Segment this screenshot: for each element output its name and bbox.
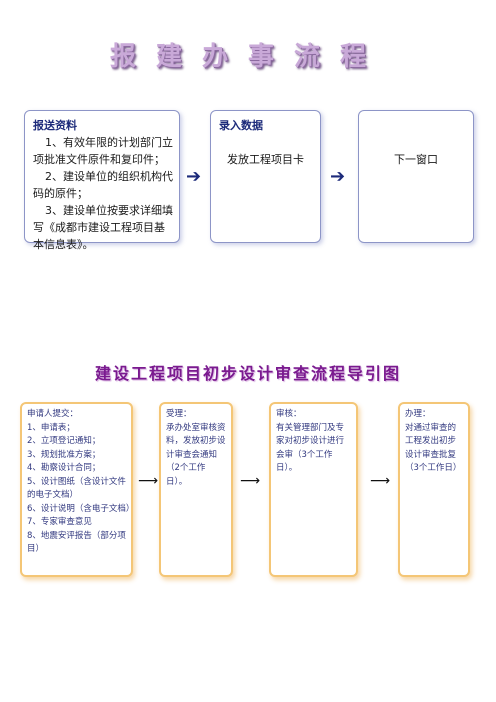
submission-item: 5、设计图纸（含设计文件的电子文档） <box>27 476 126 501</box>
approval-heading: 办理： <box>405 409 431 419</box>
right-arrow-icon: ⟶ <box>138 473 159 489</box>
review-heading: 审核： <box>276 409 302 419</box>
next-window-box: 下一窗口 <box>358 110 474 243</box>
applicant-submission-box: 申请人提交： 1、申请表； 2、立项登记通知； 3、规划批准方案； 4、勘察设计… <box>20 402 135 577</box>
submission-item: 8、地震安评报告（部分项目） <box>27 530 126 555</box>
data-entry-heading: 录入数据 <box>219 119 263 132</box>
submit-materials-heading: 报送资料 <box>33 119 77 132</box>
acceptance-box: 受理： 承办处室审核资料，发放初步设计审查会通知（2个工作日）。 <box>159 402 233 577</box>
right-arrow-icon: ➔ <box>186 166 202 187</box>
data-entry-box: 录入数据 发放工程项目卡 <box>210 110 321 243</box>
page-title: 报建办事流程 <box>109 42 386 72</box>
submission-item: 6、设计说明（含电子文档） <box>27 503 135 514</box>
right-arrow-icon: ⟶ <box>240 473 261 489</box>
material-item: 1、有效年限的计划部门立项批准文件原件和复印件； <box>33 136 173 166</box>
submission-item: 2、立项登记通知； <box>27 436 101 446</box>
design-review-title: 建设工程项目初步设计审查流程导引图 <box>94 364 401 383</box>
review-box: 审核： 有关管理部门及专家对初步设计进行会审（3个工作日）。 <box>269 402 358 577</box>
acceptance-heading: 受理： <box>166 409 192 419</box>
right-arrow-icon: ⟶ <box>370 473 391 489</box>
next-window-text: 下一窗口 <box>394 153 438 166</box>
submission-item: 3、规划批准方案； <box>27 449 101 460</box>
material-item: 2、建设单位的组织机构代码的原件； <box>33 170 173 200</box>
submit-materials-box: 报送资料 1、有效年限的计划部门立项批准文件原件和复印件； 2、建设单位的组织机… <box>24 110 180 251</box>
submission-item: 1、申请表； <box>27 422 75 433</box>
submission-item: 7、专家审查意见 <box>27 517 92 527</box>
review-text: 有关管理部门及专家对初步设计进行会审（3个工作日）。 <box>276 422 345 474</box>
approval-text: 对通过审查的工程发出初步设计审查批复（3个工作日） <box>405 422 462 474</box>
issue-project-card-text: 发放工程项目卡 <box>227 153 304 166</box>
material-item: 3、建设单位按要求详细填写《成都市建设工程项目基本信息表》。 <box>33 204 173 251</box>
acceptance-text: 承办处室审核资料，发放初步设计审查会通知（2个工作日）。 <box>166 422 226 487</box>
submission-item: 申请人提交： <box>27 409 79 419</box>
submission-item: 4、勘察设计合同； <box>27 463 101 473</box>
right-arrow-icon: ➔ <box>330 166 346 187</box>
approval-box: 办理： 对通过审查的工程发出初步设计审查批复（3个工作日） <box>398 402 470 577</box>
